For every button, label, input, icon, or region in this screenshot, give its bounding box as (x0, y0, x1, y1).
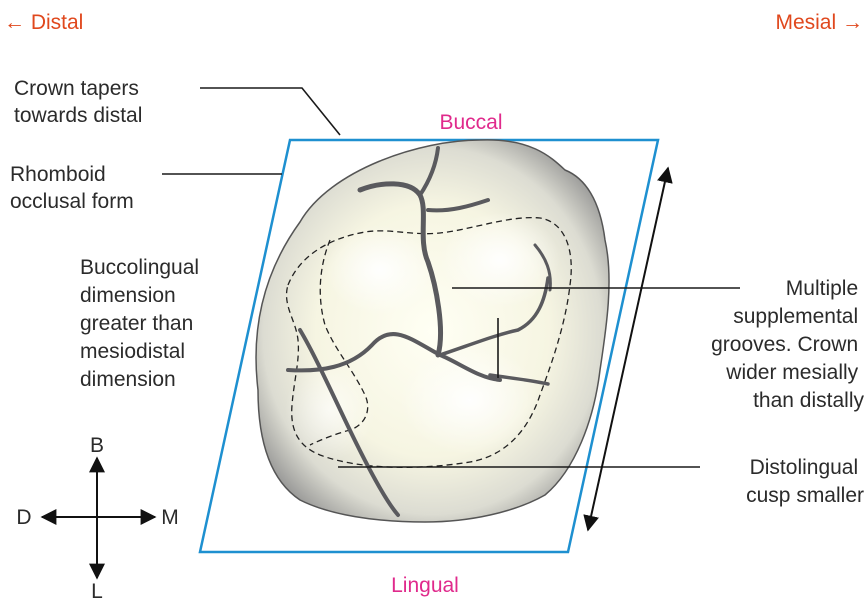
distal-direction-label: ← Distal (4, 11, 83, 34)
compass-distal-letter: D (16, 506, 31, 529)
rhomboid-label: Rhomboid occlusal form (10, 163, 134, 213)
compass-lingual-letter: L (91, 580, 103, 602)
multiple-grooves-label: Multiple supplemental grooves. Crown wid… (711, 277, 864, 412)
orientation-compass: B L D M (16, 434, 178, 602)
leader-crown-tapers (200, 88, 340, 135)
crown-tapers-label: Crown tapers towards distal (14, 77, 145, 127)
compass-buccal-letter: B (90, 434, 104, 457)
buccal-surface-label: Buccal (439, 111, 502, 134)
lingual-surface-label: Lingual (391, 574, 459, 597)
cusp-highlight-lingual (400, 345, 540, 455)
distolingual-label: Distolingual cusp smaller (746, 456, 864, 507)
cusp-highlight-buccal-mesial (440, 212, 560, 308)
tooth-crown (256, 140, 609, 522)
crown-outline (256, 140, 609, 522)
mesial-direction-label: Mesial → (775, 11, 863, 34)
cusp-highlight-distolingual (285, 360, 375, 460)
compass-mesial-letter: M (161, 506, 179, 529)
buccolingual-label: Buccolingual dimension greater than mesi… (80, 256, 205, 391)
